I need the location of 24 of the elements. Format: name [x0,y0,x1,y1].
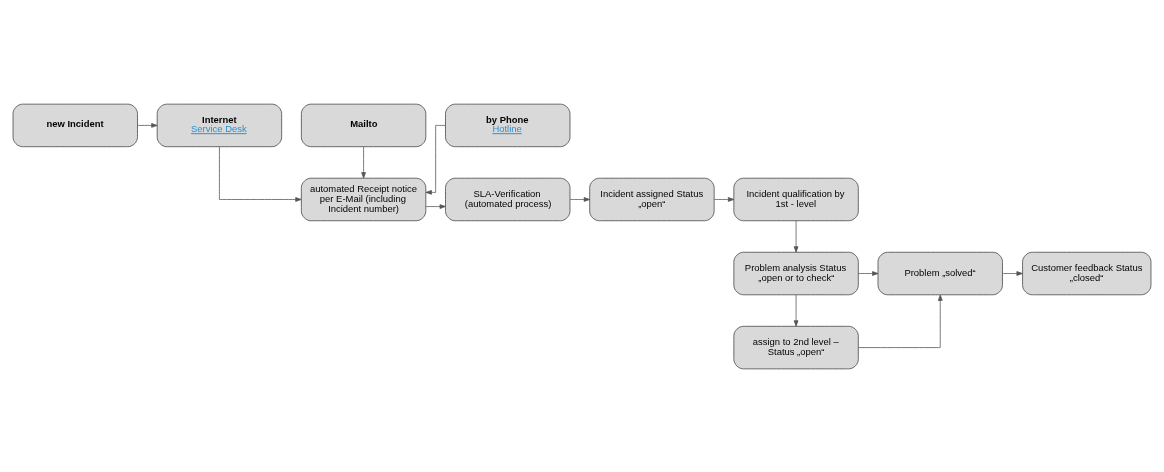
arrow [137,122,158,128]
node-box: Customer feedback Status „closed“ [1022,251,1152,295]
arrow [219,145,302,202]
arrow [425,124,446,195]
arrow [713,196,735,202]
arrow [858,270,879,276]
node-box: automated Receipt notice per E-Mail (including Incident number) [300,177,427,221]
node-box: Problem „solved“ [877,251,1003,295]
arrow [1002,270,1023,276]
node-box: new Incident [12,103,138,147]
node-box: by Phone Hotline [445,103,571,147]
node-box: SLA-Verification (automated process) [445,177,571,221]
node-box: Mailto [300,103,427,147]
arrow [793,294,799,327]
arrow [569,196,591,202]
node-box: Incident qualification by 1st - level [733,177,859,221]
arrow [858,294,943,348]
arrow [361,145,366,178]
node-box: Internet Service Desk [156,103,283,147]
node-box: assign to 2nd level – Status „open“ [733,325,859,369]
arrow [793,220,799,253]
node-box: Incident assigned Status „open“ [589,177,715,221]
arrow [425,203,446,209]
node-box: Problem analysis Status „open or to check“ [733,251,859,295]
